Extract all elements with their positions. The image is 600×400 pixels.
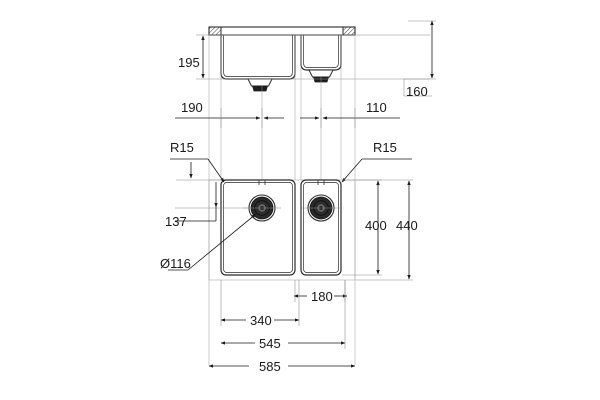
dim-340 — [220, 280, 300, 326]
elevation-drain-small — [308, 69, 334, 83]
dim-band-top-offsets — [175, 108, 400, 128]
label-160: 160 — [406, 84, 428, 99]
label-dia116: Ø116 — [160, 256, 191, 271]
dim-545 — [220, 280, 346, 349]
plan-view — [208, 179, 356, 281]
plan-overflow-slots — [258, 180, 325, 185]
label-440: 440 — [396, 218, 418, 233]
label-180: 180 — [311, 289, 333, 304]
label-r15-left: R15 — [170, 140, 194, 155]
dim-137 — [175, 182, 248, 222]
label-137: 137 — [165, 214, 187, 229]
label-110: 110 — [366, 100, 387, 115]
plan-bowl-large — [220, 179, 296, 276]
label-585: 585 — [259, 359, 281, 374]
elevation-bowl-large — [220, 35, 296, 80]
elevation-rim — [208, 26, 356, 36]
elevation-bowl-small — [300, 35, 342, 71]
label-r15-right: R15 — [373, 140, 397, 155]
dimension-labels: 195 160 190 110 R15 R15 137 Ø116 400 440… — [160, 55, 428, 374]
elevation-drain-large — [247, 78, 273, 92]
r15-leader-left — [170, 158, 225, 183]
label-195: 195 — [178, 55, 200, 70]
r15-leader-right — [341, 158, 412, 183]
elevation-view — [196, 20, 436, 97]
label-400: 400 — [365, 218, 387, 233]
label-190: 190 — [181, 100, 203, 115]
label-340: 340 — [250, 313, 272, 328]
plan-bowl-small — [300, 179, 342, 276]
projection-lines — [208, 35, 356, 365]
dim-440 — [356, 179, 413, 281]
dia116-leader — [168, 213, 257, 271]
label-545: 545 — [259, 336, 281, 351]
